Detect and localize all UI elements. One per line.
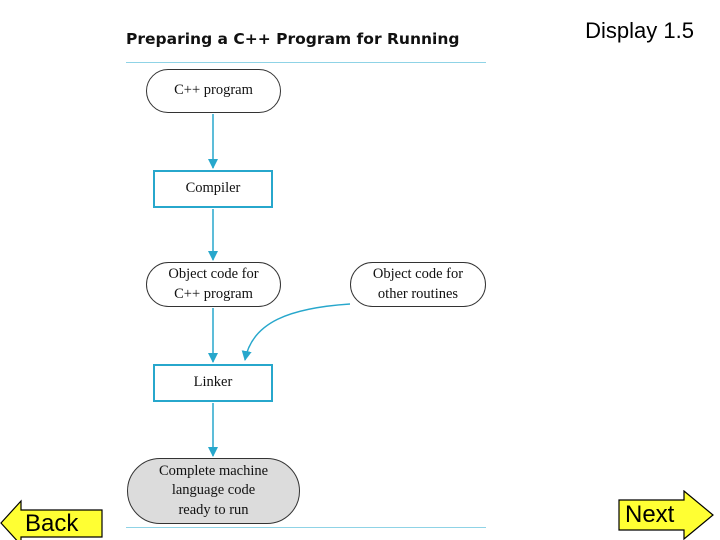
next-button[interactable]: Next — [618, 490, 714, 540]
node-linker-label: Linker — [193, 374, 233, 391]
slide-number-label: Display 1.5 — [585, 18, 694, 43]
back-button[interactable]: Back — [0, 499, 104, 540]
node-object-code-cpp-line2: C++ program — [174, 285, 253, 302]
node-object-code-other: Object code for other routines — [350, 262, 486, 307]
bottom-divider — [126, 527, 486, 528]
node-object-code-other-line1: Object code for — [372, 265, 464, 282]
node-complete-line3: ready to run — [178, 501, 249, 518]
back-arrow-icon — [0, 499, 103, 540]
node-cpp-program-label: C++ program — [174, 82, 253, 99]
node-complete-machine-code: Complete machine language code ready to … — [127, 458, 300, 524]
node-object-code-cpp-line1: Object code for — [168, 265, 259, 282]
node-object-code-other-line2: other routines — [377, 285, 459, 302]
title-divider — [126, 62, 486, 63]
back-button-label: Back — [25, 510, 79, 537]
node-compiler-label: Compiler — [185, 180, 241, 197]
node-object-code-cpp: Object code for C++ program — [146, 262, 281, 307]
node-cpp-program: C++ program — [146, 69, 281, 113]
arrow-objother-to-linker — [241, 303, 351, 361]
node-linker: Linker — [153, 364, 273, 402]
diagram-title: Preparing a C++ Program for Running — [126, 30, 460, 48]
next-button-label: Next — [625, 501, 675, 528]
node-complete-line2: language code — [171, 482, 256, 499]
node-complete-line1: Complete machine — [158, 462, 269, 479]
next-arrow-icon — [618, 490, 714, 540]
node-compiler: Compiler — [153, 170, 273, 208]
